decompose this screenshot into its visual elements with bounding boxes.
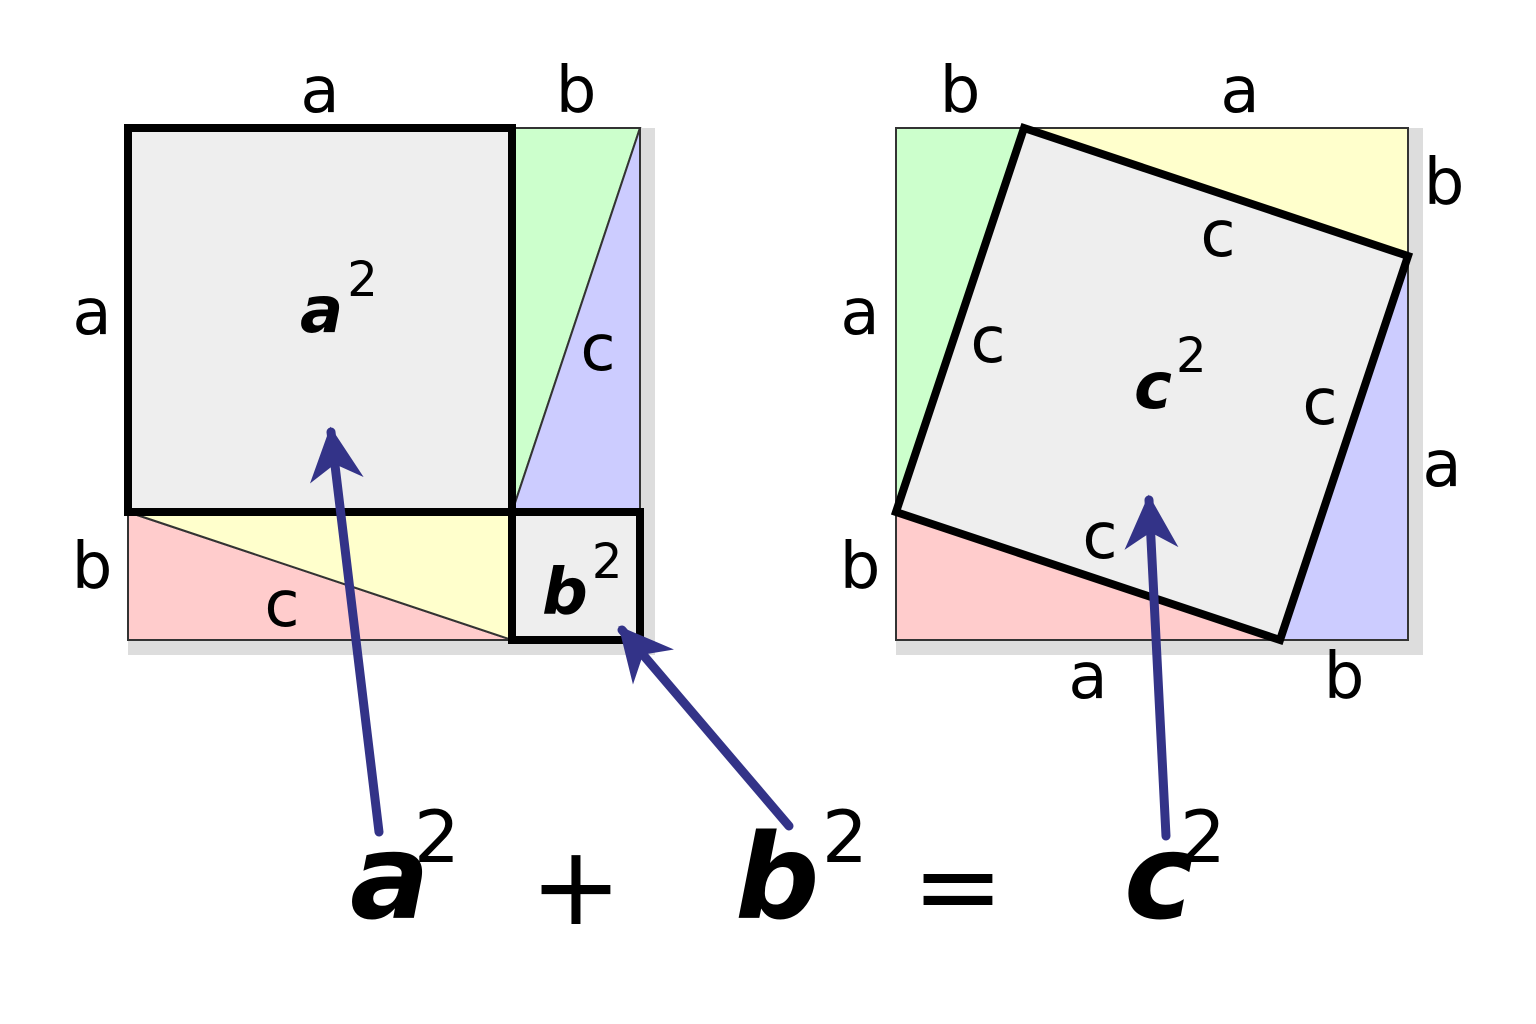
equation: a 2 + b 2 = c 2 (350, 795, 1226, 950)
arrows (309, 426, 1179, 841)
square-b-exp: 2 (592, 534, 623, 590)
square-a-var: a (300, 274, 343, 348)
square-c-var: c (1134, 350, 1172, 424)
square-a-label: a2 (300, 252, 378, 348)
equation-term-a-var: a (350, 808, 430, 946)
equation-term-b-exp: 2 (822, 795, 868, 879)
equation-term-a-exp: 2 (414, 795, 460, 879)
square-b-label: b2 (542, 534, 622, 630)
equation-term-c-var: c (1124, 808, 1194, 946)
right-top-label-b: b (940, 54, 981, 128)
right-side-label-b: b (1424, 146, 1465, 220)
equation-term-c-exp: 2 (1180, 795, 1226, 879)
left-figure: a b a b c c a2 b2 (72, 54, 655, 655)
arrow-icon (617, 625, 794, 831)
square-b-var: b (542, 556, 588, 630)
square-b (508, 508, 644, 644)
square-c-label: c2 (1134, 328, 1206, 424)
square-c (890, 122, 1414, 646)
left-side-label-a: a (72, 276, 111, 350)
equation-equals: = (912, 822, 1004, 950)
left-hyp-label-upper: c (580, 312, 615, 386)
arrow-icon (309, 426, 384, 837)
arrow-icon (1124, 494, 1179, 841)
equation-term-b-var: b (735, 808, 819, 946)
right-side-label-a: a (1422, 428, 1461, 502)
right-bottom-label-a: a (1068, 640, 1107, 714)
square-a (124, 124, 516, 516)
right-left-label-b: b (840, 530, 881, 604)
c-side-label-bottom: c (1082, 500, 1117, 574)
right-top-label-a: a (1220, 54, 1259, 128)
square-c-exp: 2 (1176, 328, 1207, 384)
left-side-label-b: b (72, 530, 113, 604)
left-top-label-a: a (300, 54, 339, 128)
right-left-label-a: a (840, 276, 879, 350)
c-side-label-left: c (970, 304, 1005, 378)
square-a-exp: 2 (347, 252, 378, 308)
right-bottom-label-b: b (1324, 640, 1365, 714)
c-side-label-top: c (1200, 198, 1235, 272)
left-hyp-label-lower: c (264, 568, 299, 642)
c-side-label-right: c (1302, 366, 1337, 440)
left-top-label-b: b (556, 54, 597, 128)
equation-plus: + (530, 822, 622, 950)
